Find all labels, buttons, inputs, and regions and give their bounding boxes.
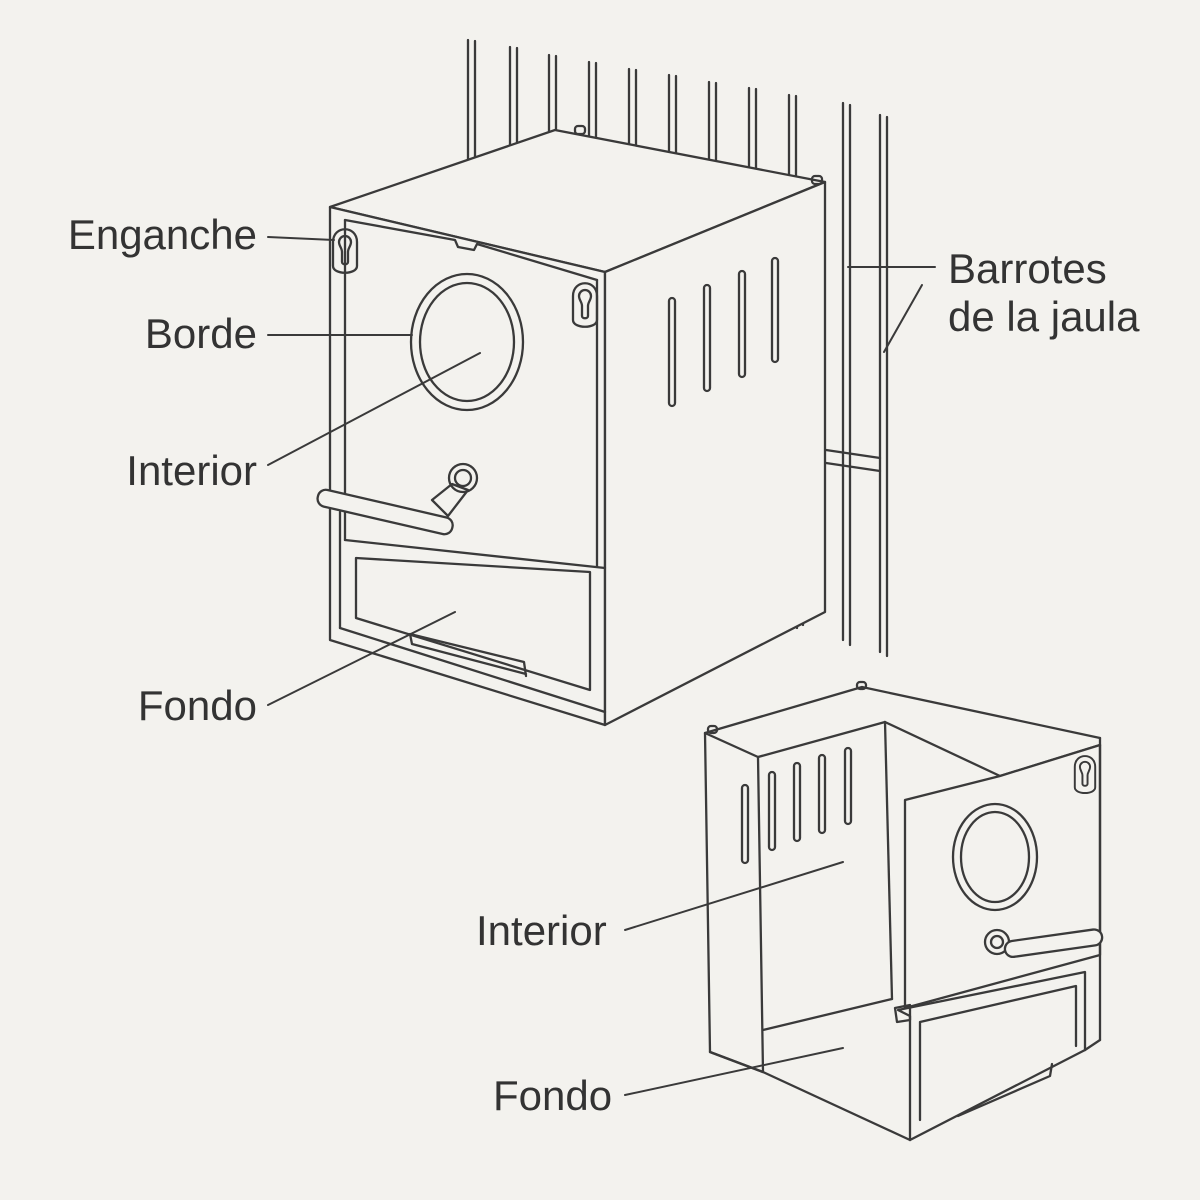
labels: Enganche Borde Interior Fondo Barrotes d… [68,211,1140,1119]
label-interior-top: Interior [126,447,257,494]
leader-fondo-bottom [624,1047,844,1096]
top-peg-left [573,124,587,136]
label-barrotes-line1: Barrotes [948,245,1107,292]
nest-box-open [703,680,1104,1142]
open-tray-handle [956,1062,1054,1118]
inner-corner [883,720,894,1001]
leader-lines [267,236,936,1096]
front-panel-top-edge [343,218,599,282]
open-box-perch [983,928,1104,959]
open-box-peg-top [855,680,868,691]
hole-opening [418,281,516,403]
label-borde: Borde [145,310,257,357]
nest-box-closed [316,124,827,727]
side-wall-top [883,720,1002,778]
tray-handle [408,632,528,678]
hole-rim [409,272,525,412]
back-wall-top [756,720,887,759]
open-box-front-panel [903,743,1102,1010]
bottom-tray [338,510,607,714]
open-box-peg-left [706,724,719,735]
open-perch-rod [1003,928,1104,959]
leader-barrotes-2 [883,284,923,353]
label-fondo-bottom: Fondo [493,1072,612,1119]
perch-knob [447,462,479,494]
leader-interior-bottom [624,861,844,931]
open-box-floor [708,997,912,1142]
label-fondo-top: Fondo [138,682,257,729]
leader-enganche [267,236,335,241]
hook-left [331,228,359,274]
inner-slots [740,746,853,865]
label-barrotes-line2: de la jaula [948,293,1140,340]
front-panel-bottom-edge [343,538,607,570]
open-box-top-edge [703,685,1102,740]
cage-rail [824,448,882,460]
box-side-face [603,180,827,727]
hook-right [571,282,599,328]
top-peg-right [810,174,824,186]
entrance-hole [409,272,525,412]
leader-interior-top [267,352,481,466]
open-box-entrance-hole [951,802,1039,912]
open-box-hook [1073,755,1097,795]
perch [316,462,479,536]
cage-bars-top [466,38,798,178]
side-slots [667,256,780,408]
leader-fondo-top [267,611,456,706]
label-interior-bottom: Interior [476,907,607,954]
perch-rod [316,488,454,536]
open-box-tray [893,970,1087,1142]
label-enganche: Enganche [68,211,257,258]
